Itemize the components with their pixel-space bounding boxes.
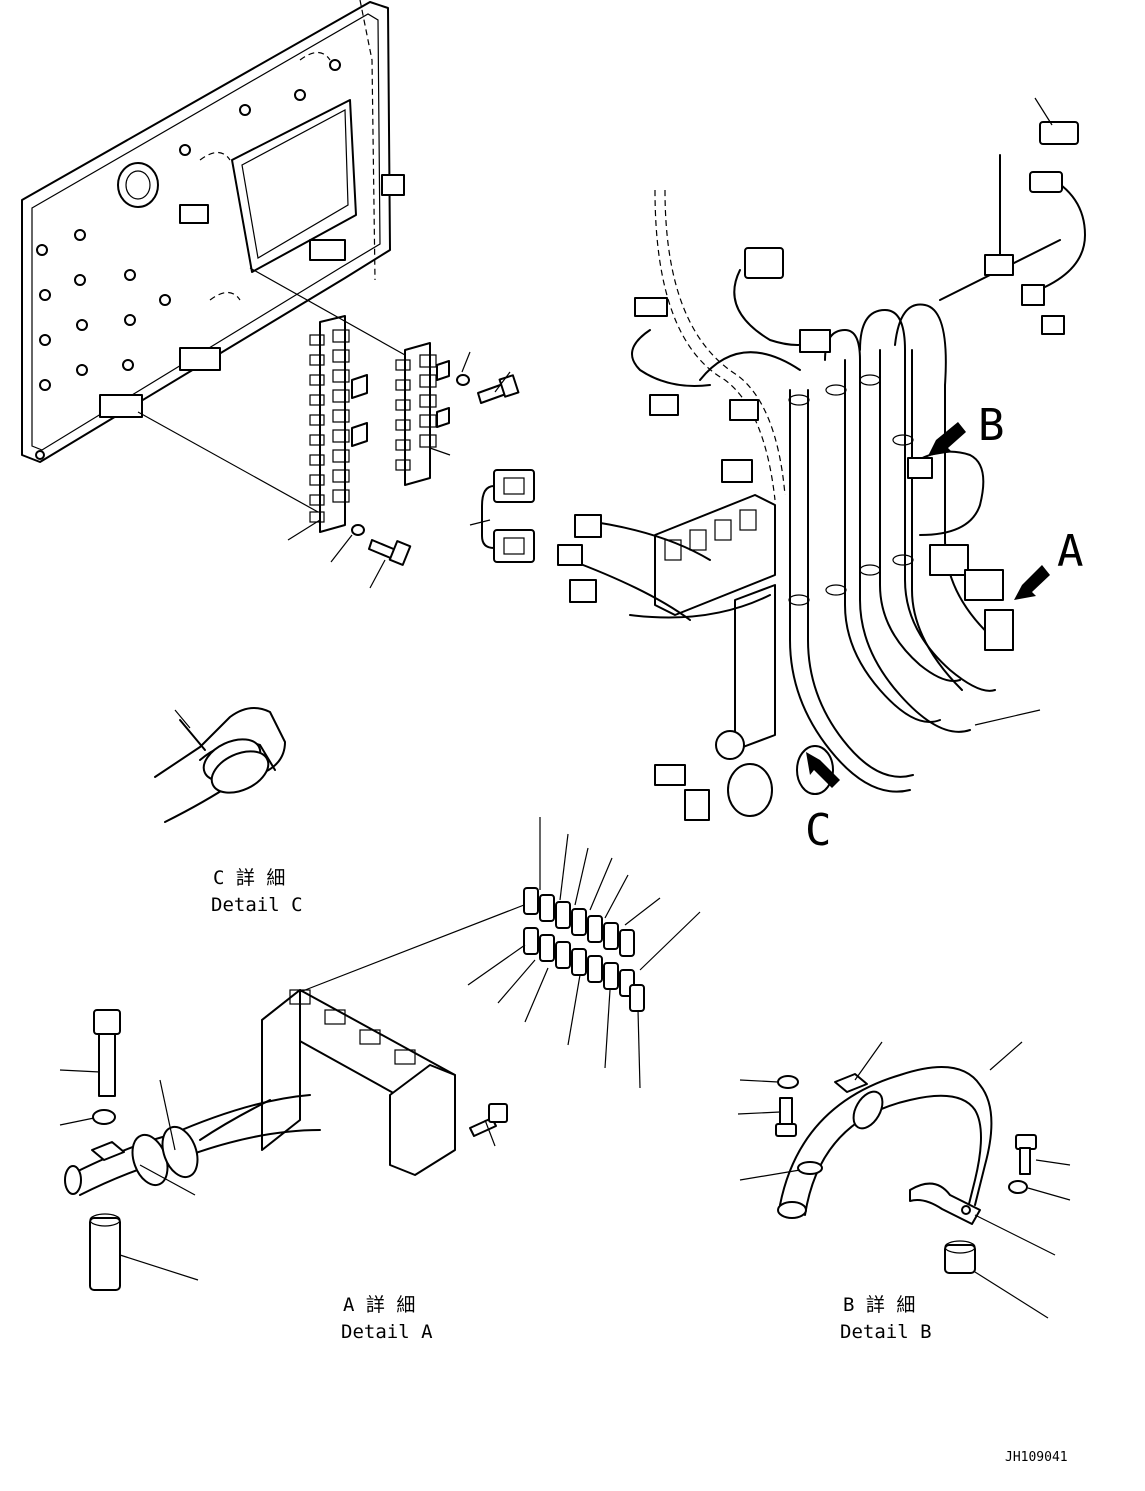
detail-a-jp: A 詳 細 [343,1294,415,1316]
detail-a-en: Detail A [341,1321,433,1343]
terminal-strip-right [395,342,450,486]
detail-b-jp: B 詳 細 [843,1294,915,1316]
leader-lines [59,97,1071,1319]
terminal-cluster [523,887,645,1012]
terminal-strip-left [309,315,368,533]
gauge [117,162,159,208]
detail-c-en: Detail C [211,894,303,916]
panel-holes [35,59,341,460]
drawing-id: JH109041 [1005,1450,1068,1465]
detail-c-drawing [154,707,286,823]
detail-c-jp: C 詳 細 [213,867,285,889]
detail-b-drawing [775,1066,1037,1274]
main-harness [557,121,1086,821]
loose-connector-pair [481,469,535,563]
bracket [99,394,143,418]
bolt-upper [456,374,520,404]
view-arrow-b: B [928,400,1005,456]
mounting-panel [21,0,405,463]
detail-b-en: Detail B [840,1321,932,1343]
harness-connectors [557,121,1079,821]
view-label-c: C [805,805,832,856]
view-label-a: A [1057,526,1084,577]
view-arrow-a: A [1014,526,1084,600]
detail-a-drawing [64,887,645,1291]
view-label-b: B [978,400,1005,451]
view-arrow-c: C [805,752,840,856]
bolt-lower [351,524,412,566]
